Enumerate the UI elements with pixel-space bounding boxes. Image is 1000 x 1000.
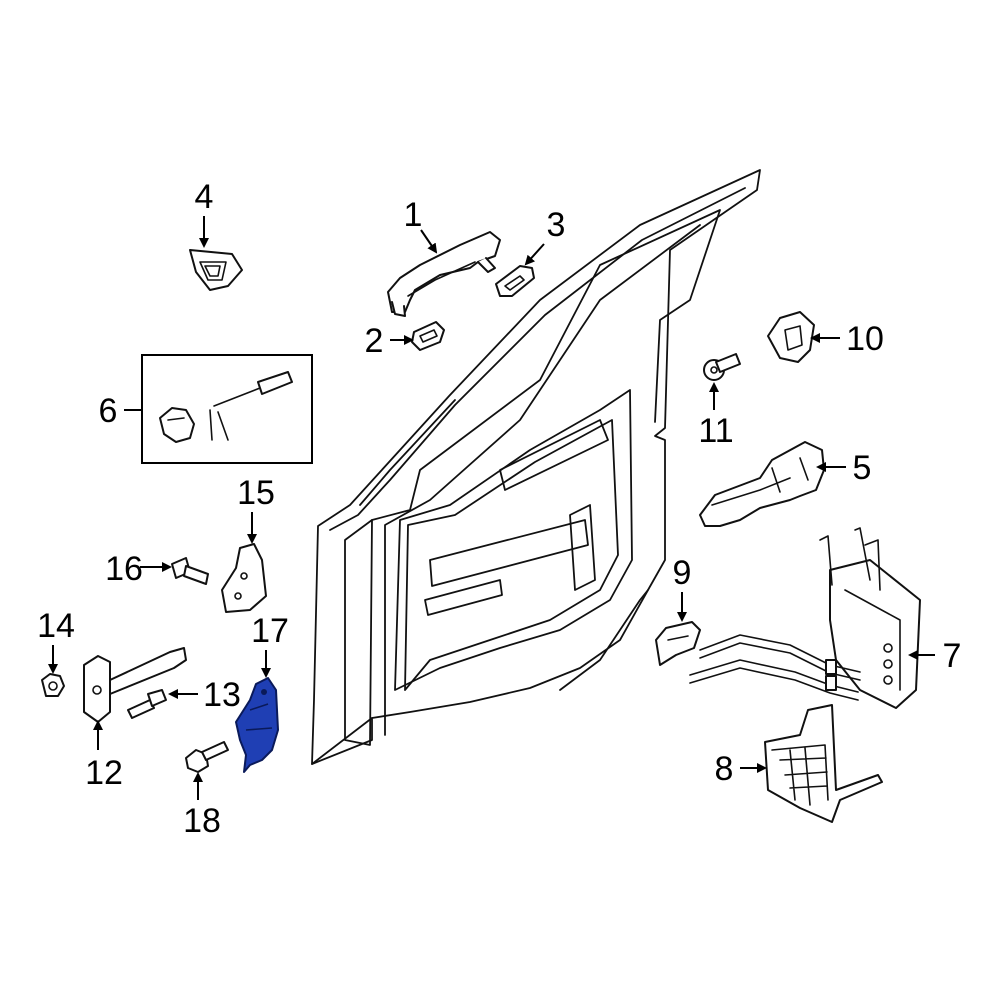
part-14-nut	[41, 673, 65, 697]
part-6-switch-box	[141, 354, 313, 464]
callout-15: 15	[237, 474, 275, 512]
callout-14: 14	[37, 607, 75, 645]
part-1-outside-handle	[387, 231, 501, 317]
callout-18: 18	[183, 802, 221, 840]
callout-17: 17	[251, 612, 289, 650]
callout-6: 6	[99, 392, 118, 430]
callout-1: 1	[404, 196, 423, 234]
callout-7: 7	[943, 637, 962, 675]
callout-11: 11	[698, 412, 733, 450]
part-2-gasket	[411, 321, 445, 351]
part-7-latch-assembly	[689, 527, 921, 709]
callout-10: 10	[846, 320, 884, 358]
part-15-upper-hinge	[221, 543, 267, 613]
callout-2: 2	[365, 322, 384, 360]
callout-9: 9	[673, 554, 692, 592]
callout-5: 5	[853, 449, 872, 487]
callout-3: 3	[547, 206, 566, 244]
part-18-bolt	[185, 741, 229, 773]
part-12-door-check	[83, 647, 187, 723]
leader-arrows	[48, 216, 935, 800]
callout-13: 13	[203, 676, 241, 714]
callout-12: 12	[85, 754, 123, 792]
callout-4: 4	[195, 178, 214, 216]
part-5-handle-bracket	[699, 441, 825, 527]
callout-8: 8	[715, 750, 734, 788]
callout-labels: 1 2 3 4 5 6 7 8 9 10 11 12 13 14 15 16 1…	[37, 178, 961, 840]
part-10-striker	[767, 311, 815, 363]
part-11-bolt	[703, 353, 741, 381]
part-16-bolt	[171, 557, 209, 585]
part-17-lower-hinge	[235, 677, 279, 773]
door-frame	[311, 169, 761, 765]
part-3-gasket	[495, 265, 535, 297]
part-8-latch-cover	[764, 704, 883, 823]
part-13-bolt	[127, 689, 167, 719]
callout-16: 16	[105, 550, 143, 588]
part-4-cap	[189, 249, 243, 291]
part-9-clip	[655, 621, 701, 666]
